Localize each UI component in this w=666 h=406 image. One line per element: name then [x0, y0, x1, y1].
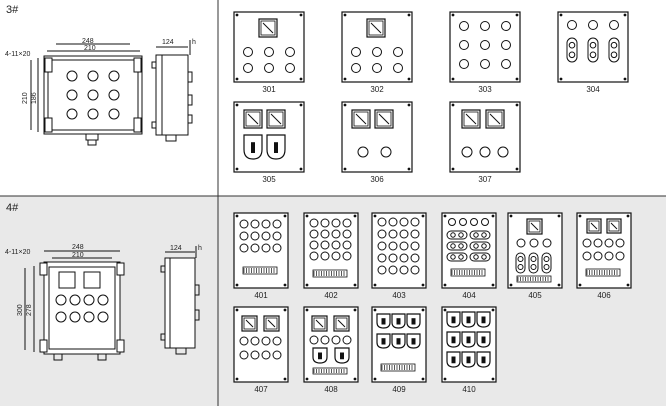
model-label-406: 406 [597, 291, 611, 300]
model-label-402: 402 [324, 291, 338, 300]
model-box-407: 407 [233, 306, 289, 394]
model-label-405: 405 [528, 291, 542, 300]
s4-width-outer: 248 [72, 244, 84, 251]
model-label-408: 408 [324, 385, 338, 394]
s4-width-inner: 210 [72, 252, 84, 259]
section-3-front-view [30, 43, 143, 146]
s4-depth-h: h [198, 245, 202, 252]
model-box-403: 403 [371, 212, 427, 300]
section-4-side-view [160, 246, 200, 355]
s3-width-outer: 248 [82, 38, 94, 45]
model-box-409: 409 [371, 306, 427, 394]
s3-width-inner: 210 [84, 45, 96, 52]
model-label-301: 301 [262, 85, 276, 94]
model-box-306: 306 [341, 101, 413, 184]
top-panel-bg [0, 0, 666, 196]
s3-height-inner: 186 [31, 92, 38, 104]
s3-height-outer: 210 [22, 92, 29, 104]
section-3-label: 3# [6, 4, 19, 16]
model-label-306: 306 [370, 175, 384, 184]
model-box-302: 302 [341, 11, 413, 94]
model-box-408: 408 [303, 306, 359, 394]
s4-depth: 124 [170, 245, 182, 252]
model-box-404: 404 [441, 212, 497, 300]
model-label-305: 305 [262, 175, 276, 184]
model-label-307: 307 [478, 175, 492, 184]
model-label-404: 404 [462, 291, 476, 300]
model-box-303: 303 [449, 11, 521, 94]
s4-height-outer: 300 [17, 304, 24, 316]
model-label-407: 407 [254, 385, 268, 394]
s3-depth: 124 [162, 39, 174, 46]
model-box-305: 305 [233, 101, 305, 184]
s4-height-inner: 278 [26, 304, 33, 316]
s3-depth-h: h [192, 39, 196, 46]
model-box-401: 401 [233, 212, 289, 300]
model-label-302: 302 [370, 85, 384, 94]
model-box-410: 410 [441, 306, 497, 394]
model-box-402: 402 [303, 212, 359, 300]
section-4-label: 4# [6, 202, 19, 214]
s4-hole-spec: 4-11×20 [5, 249, 30, 256]
model-box-grid: 301 302 303 304 305 306 307 401 402 403 404 405 406 4… [233, 11, 632, 394]
model-box-304: 304 [557, 11, 629, 94]
model-box-301: 301 [233, 11, 305, 94]
section-4-front-view [24, 250, 125, 361]
model-label-409: 409 [392, 385, 406, 394]
model-box-406: 406 [576, 212, 632, 300]
section-3-side-view [151, 40, 193, 142]
model-label-401: 401 [254, 291, 268, 300]
s3-hole-spec: 4-11×20 [5, 51, 30, 58]
model-box-405: 405 [507, 212, 563, 300]
model-label-304: 304 [586, 85, 600, 94]
model-box-307: 307 [449, 101, 521, 184]
model-label-403: 403 [392, 291, 406, 300]
model-label-303: 303 [478, 85, 492, 94]
model-label-410: 410 [462, 385, 476, 394]
